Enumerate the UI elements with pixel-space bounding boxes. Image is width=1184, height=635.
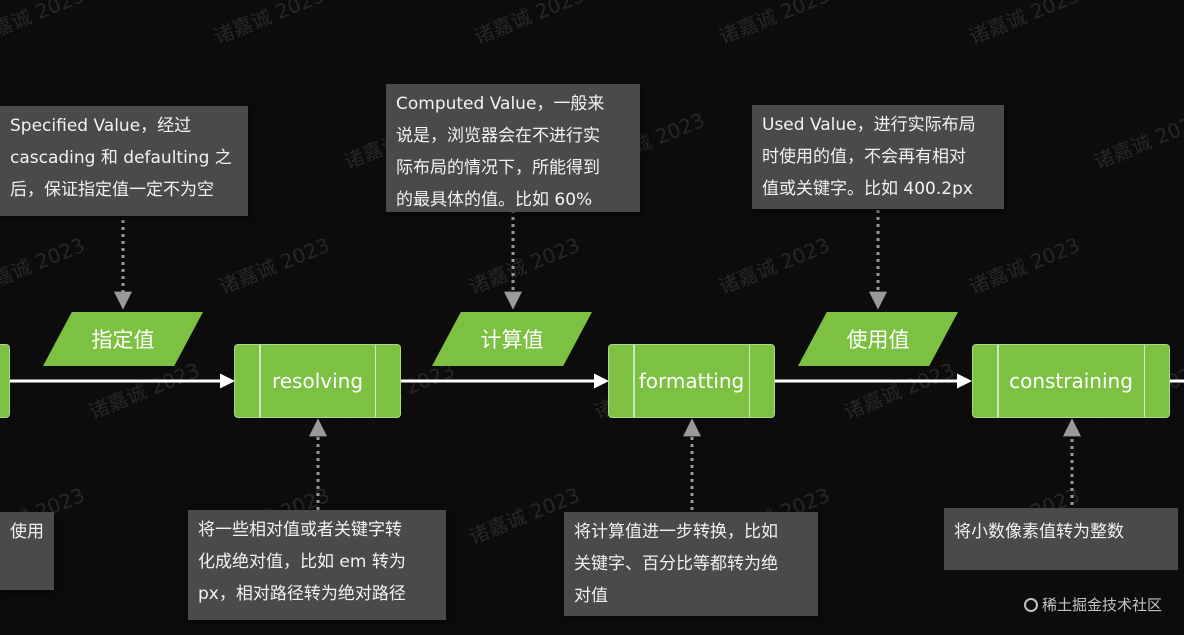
value-computed: 计算值	[432, 312, 592, 366]
process-constraining: constraining	[972, 344, 1170, 418]
process-resolving-label: resolving	[271, 369, 364, 393]
value-specified-label: 指定值	[91, 328, 155, 352]
note-left-partial: 使用	[0, 512, 54, 590]
footer-text: 稀土掘金技术社区	[1041, 596, 1162, 614]
juejin-logo-icon	[1023, 597, 1038, 612]
note-formatting: 将计算值进一步转换，比如 关键字、百分比等都转为绝 对值	[564, 512, 818, 616]
process-resolving: resolving	[234, 344, 401, 418]
note-computed-value: Computed Value，一般来 说是，浏览器会在不进行实 际布局的情况下，…	[386, 84, 640, 212]
process-formatting: formatting	[608, 344, 775, 418]
note-constraining: 将小数像素值转为整数	[944, 508, 1178, 570]
process-box-partial	[0, 344, 10, 418]
footer-brand: 稀土掘金技术社区	[1023, 594, 1162, 615]
process-constraining-label: constraining	[1009, 369, 1133, 393]
process-formatting-label: formatting	[638, 369, 745, 393]
note-specified-value: Specified Value，经过 cascading 和 defaultin…	[0, 106, 248, 216]
value-used-label: 使用值	[846, 328, 910, 352]
value-specified: 指定值	[43, 312, 203, 366]
value-used: 使用值	[798, 312, 958, 366]
value-computed-label: 计算值	[480, 328, 544, 352]
note-resolving: 将一些相对值或者关键字转 化成绝对值，比如 em 转为 px，相对路径转为绝对路…	[188, 510, 446, 620]
note-used-value: Used Value，进行实际布局 时使用的值，不会再有相对 值或关键字。比如 …	[752, 105, 1004, 209]
